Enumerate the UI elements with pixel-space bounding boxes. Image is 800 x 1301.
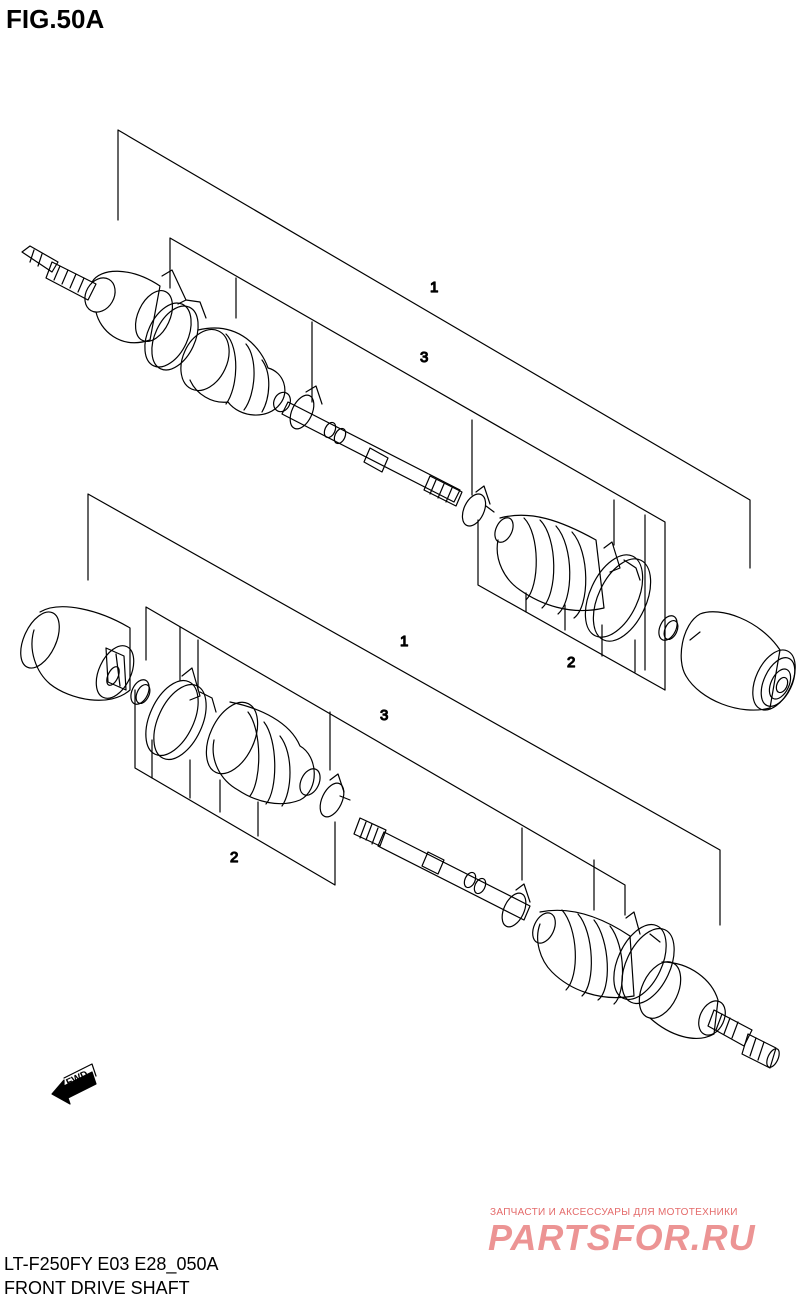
forward-arrow-icon: FWD [51, 1063, 97, 1105]
lower-left-boot [205, 701, 321, 807]
upper-axle-shaft [281, 401, 463, 507]
upper-inner-cv-joint [680, 611, 796, 711]
upper-assembly-bracket [117, 129, 751, 569]
lower-right-boot [532, 909, 635, 1005]
section-name: FRONT DRIVE SHAFT [4, 1278, 190, 1298]
lower-callout-1: 1 [400, 633, 408, 650]
model-code: LT-F250FY E03 E28_050A [4, 1254, 219, 1274]
upper-spline-stub [21, 245, 97, 301]
watermark-brand: PARTSFOR.RU [488, 1217, 756, 1258]
upper-snap-ring [658, 615, 679, 641]
upper-left-boot-clamp [144, 269, 207, 371]
upper-callout-1: 1 [430, 279, 438, 296]
watermark-tagline: ЗАПЧАСТИ И АКСЕССУАРЫ ДЛЯ МОТОТЕХНИКИ [490, 1207, 738, 1218]
upper-subassembly-bracket [169, 237, 666, 691]
lower-middle-boot-clamp [319, 773, 351, 818]
lower-assembly-bracket [87, 493, 721, 926]
lower-right-large-clamp [613, 911, 675, 1005]
upper-right-large-clamp [584, 541, 652, 642]
upper-middle-boot-clamp [289, 385, 323, 430]
upper-inner-small-clamp [461, 485, 495, 527]
lower-callout-3: 3 [380, 707, 388, 724]
upper-right-boot [494, 514, 605, 619]
upper-callout-2: 2 [567, 654, 575, 671]
lower-axle-shaft [353, 817, 531, 921]
lower-subassembly-bracket [145, 606, 626, 916]
lower-right-small-clamp [501, 883, 531, 928]
lower-outer-cv-joint [638, 961, 726, 1039]
upper-left-boot [180, 327, 291, 416]
lower-left-large-clamp [145, 667, 217, 761]
lower-snap-ring [130, 679, 151, 705]
lower-boot-kit-bracket [134, 689, 336, 886]
upper-outer-cv-joint [84, 270, 174, 344]
upper-callout-3: 3 [420, 349, 428, 366]
lower-inner-cv-joint [20, 606, 135, 701]
lower-spline-stub [707, 1009, 780, 1069]
lower-callout-2: 2 [230, 849, 238, 866]
figure-title: FIG.50A [6, 4, 105, 34]
